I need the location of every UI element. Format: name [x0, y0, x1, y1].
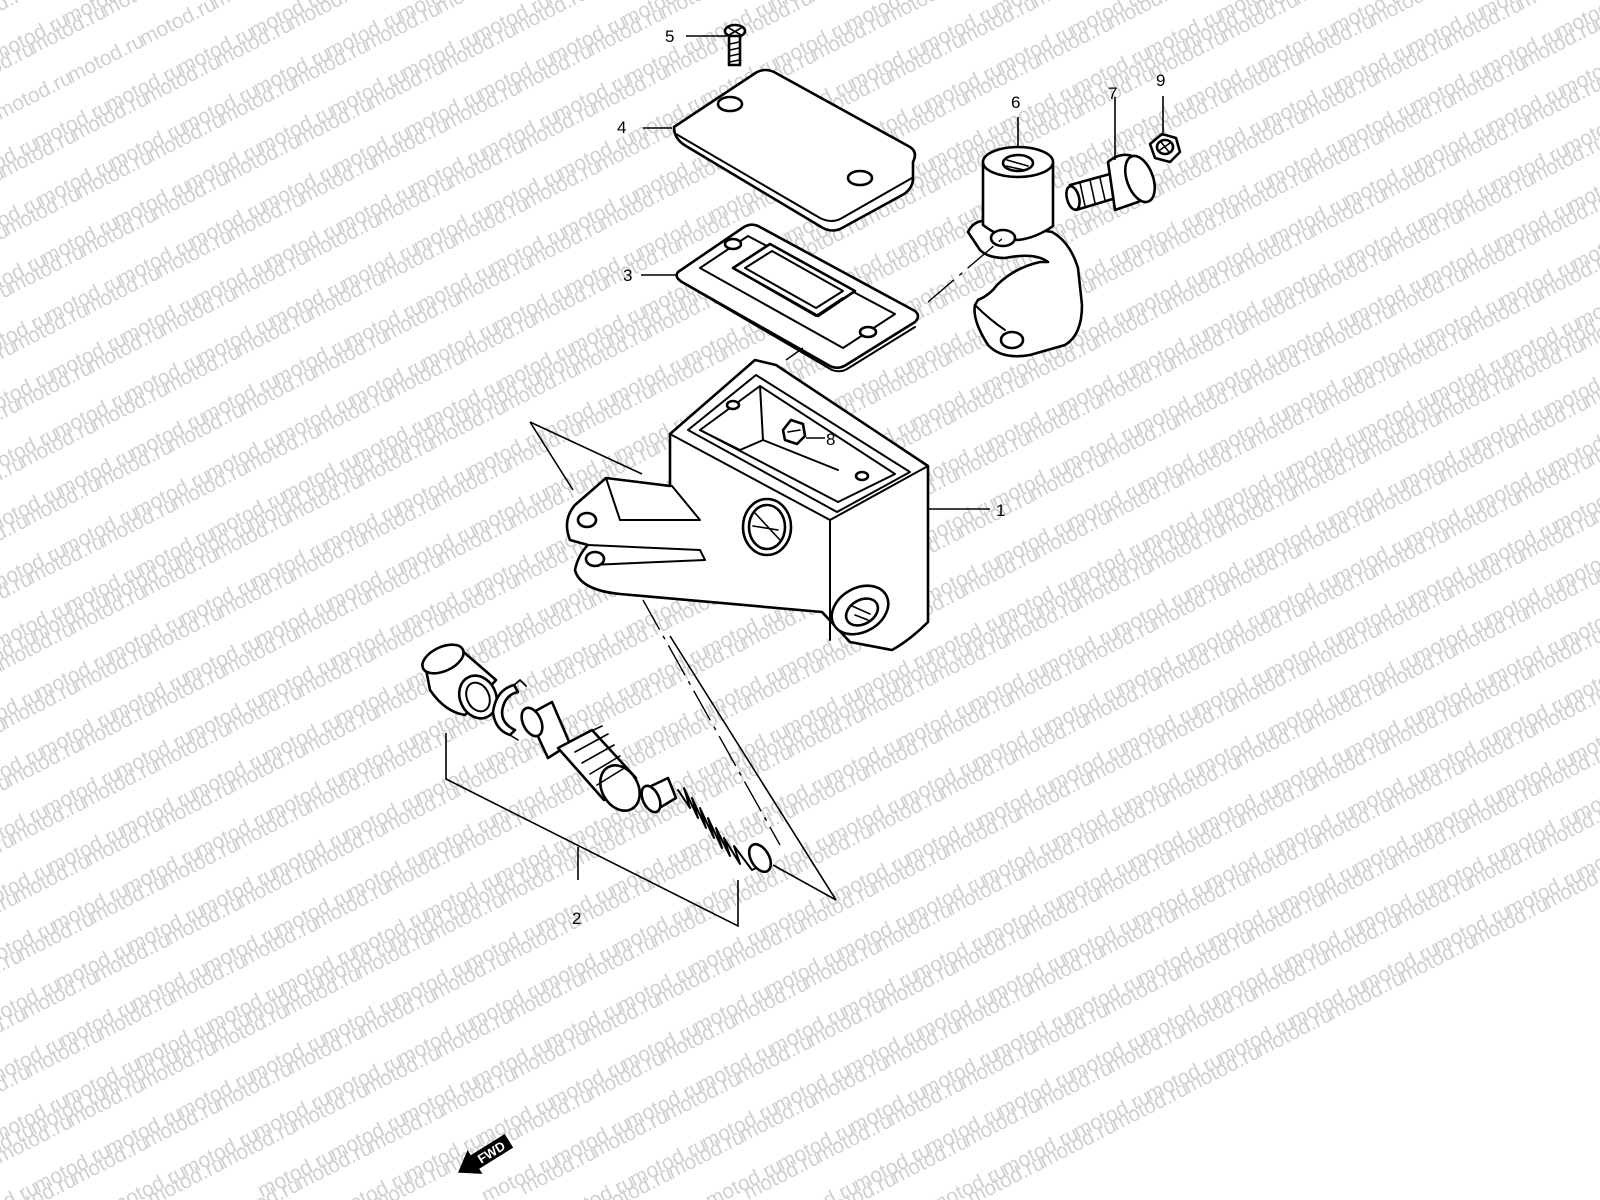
callout-2: 2	[572, 909, 581, 928]
callout-1: 1	[996, 501, 1005, 520]
piston-set-bracket	[445, 733, 739, 928]
part-4-reservoir-cap	[672, 68, 917, 232]
part-5-cover-screw	[723, 23, 747, 67]
part-9-nut	[1148, 132, 1182, 164]
callout-3: 3	[623, 266, 632, 285]
callout-9: 9	[1156, 71, 1165, 90]
callout-labels: 1 2 3 4 5 6 7 8 9	[572, 27, 1165, 928]
callout-4: 4	[617, 118, 626, 137]
callout-5: 5	[665, 27, 674, 46]
part-7-clamp-bolt	[1065, 153, 1157, 212]
piston	[520, 700, 641, 812]
part-2-piston-set	[421, 643, 773, 928]
callout-8: 8	[826, 430, 835, 449]
callout-6: 6	[1011, 93, 1020, 112]
part-6-clamp-holder	[966, 145, 1084, 358]
return-spring	[640, 776, 773, 874]
piston-boot	[421, 643, 499, 720]
assembly-center-lines	[642, 237, 1004, 846]
callout-leaders	[641, 35, 1164, 510]
watermark-text: motod.ru	[1590, 0, 1600, 35]
assembly-triangle-leaders	[529, 421, 837, 901]
part-3-diaphragm	[675, 223, 920, 373]
part-1-master-cylinder-body	[565, 358, 930, 652]
callout-7: 7	[1108, 84, 1117, 103]
circlip	[491, 678, 527, 741]
